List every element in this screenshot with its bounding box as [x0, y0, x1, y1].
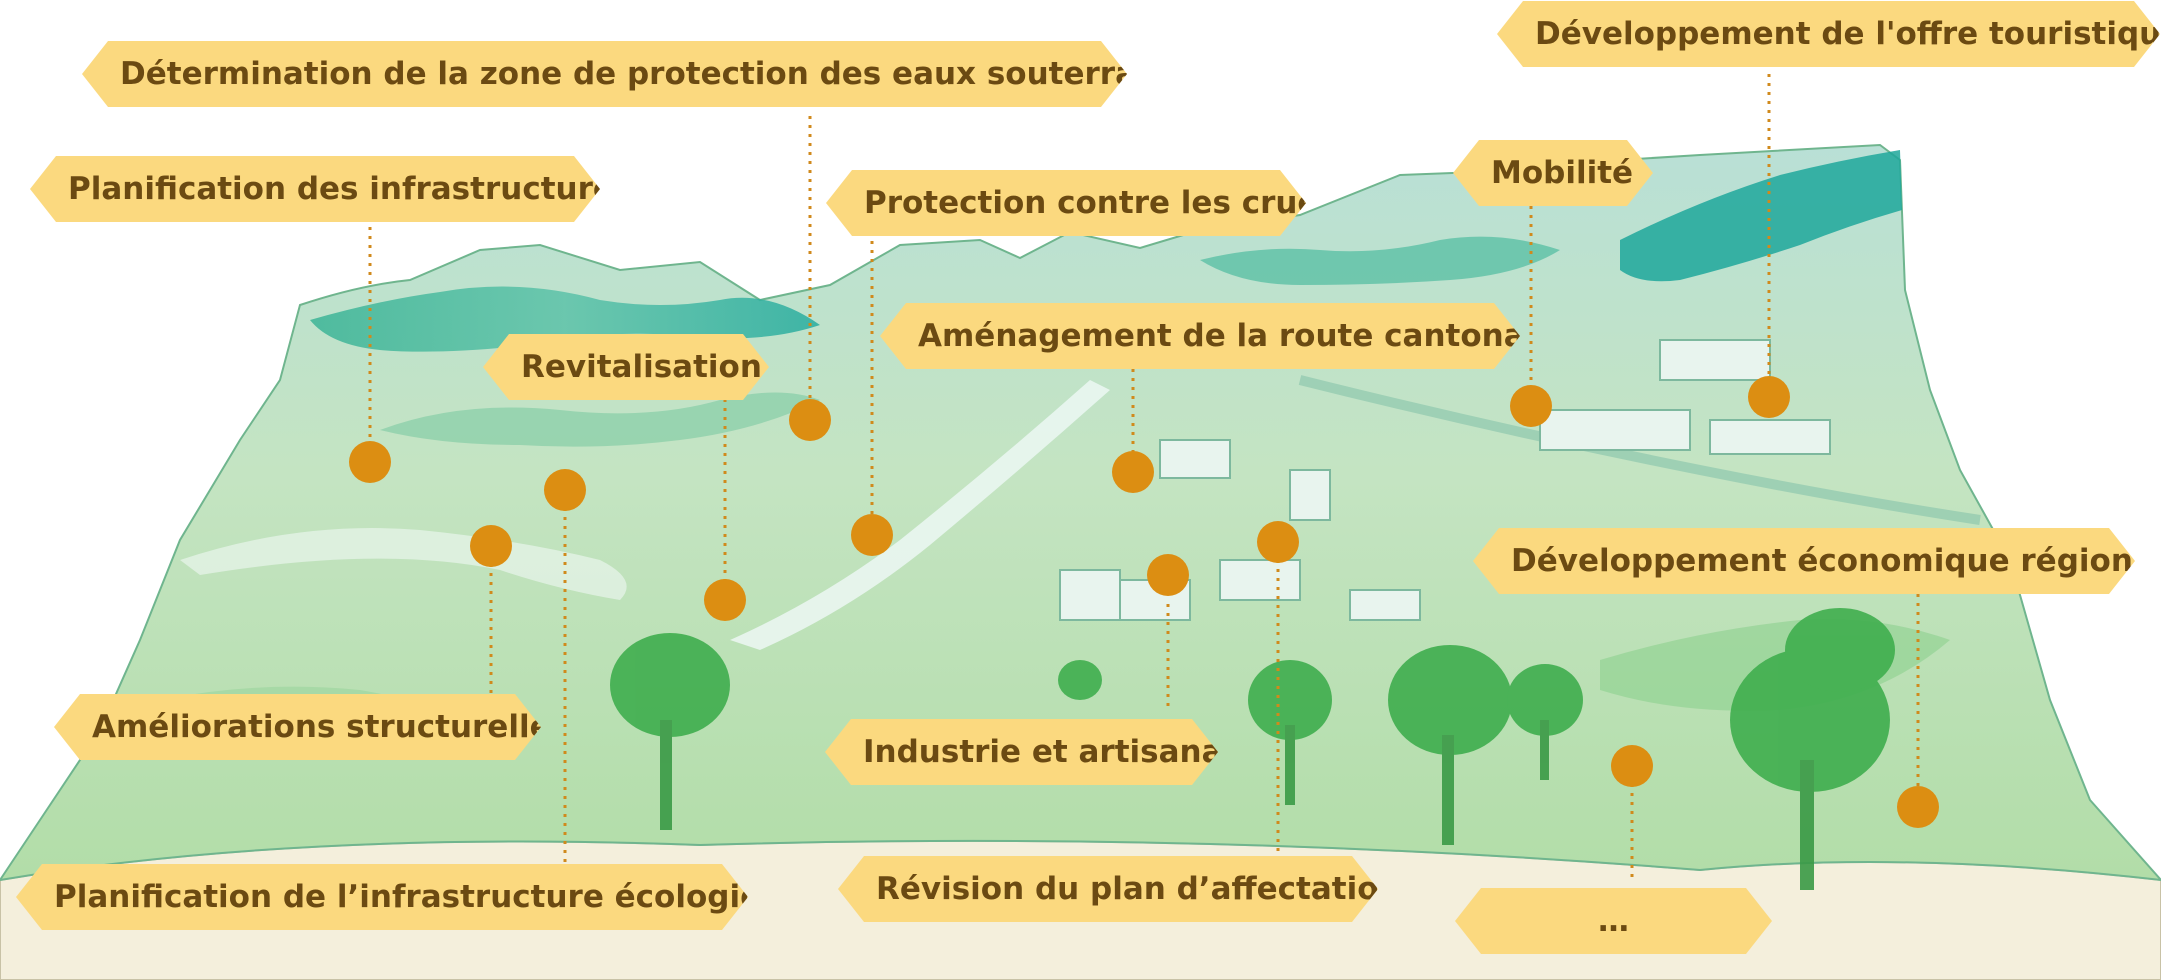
- label-revision-plan: Révision du plan d’affectation: [838, 856, 1378, 922]
- marker-dot: [851, 514, 893, 556]
- label-protection-crues: Protection contre les crues: [826, 170, 1306, 236]
- hill-shade: [380, 392, 820, 447]
- marker-dot: [1748, 376, 1790, 418]
- label-industrie-artisanat: Industrie et artisanat: [825, 719, 1218, 785]
- mountain-ridge-right: [1620, 150, 1902, 282]
- marker-dot: [544, 469, 586, 511]
- marker-dot: [789, 399, 831, 441]
- marker-dot: [1257, 521, 1299, 563]
- marker-dot: [1611, 745, 1653, 787]
- label-infrastructure-ecologique: Planification de l’infrastructure écolog…: [16, 864, 748, 930]
- marker-dot: [1510, 385, 1552, 427]
- river: [730, 380, 1110, 650]
- marker-dot: [1112, 451, 1154, 493]
- marker-dot: [470, 525, 512, 567]
- railway: [1298, 375, 1981, 525]
- label-mobilite: Mobilité: [1453, 140, 1653, 206]
- marker-dot: [1897, 786, 1939, 828]
- label-revitalisation: Revitalisation: [483, 334, 769, 400]
- marker-dot: [1147, 554, 1189, 596]
- industrial-buildings: [1059, 339, 1831, 621]
- mountain-ridge-mid: [1200, 236, 1560, 285]
- label-developpement-economique: Développement économique régional: [1473, 528, 2135, 594]
- label-route-cantonale: Aménagement de la route cantonale: [880, 303, 1520, 369]
- label-autres: …: [1455, 888, 1772, 954]
- trees: [610, 608, 1895, 890]
- road: [180, 528, 627, 600]
- label-offre-touristique: Développement de l'offre touristique: [1497, 1, 2160, 67]
- marker-dot: [704, 579, 746, 621]
- label-zone-protection-eaux: Détermination de la zone de protection d…: [82, 41, 1127, 107]
- marker-dot: [349, 441, 391, 483]
- markers: [349, 376, 1939, 828]
- label-planification-infrastructures: Planification des infrastructures: [30, 156, 600, 222]
- label-ameliorations-structurelles: Améliorations structurelles: [54, 694, 541, 760]
